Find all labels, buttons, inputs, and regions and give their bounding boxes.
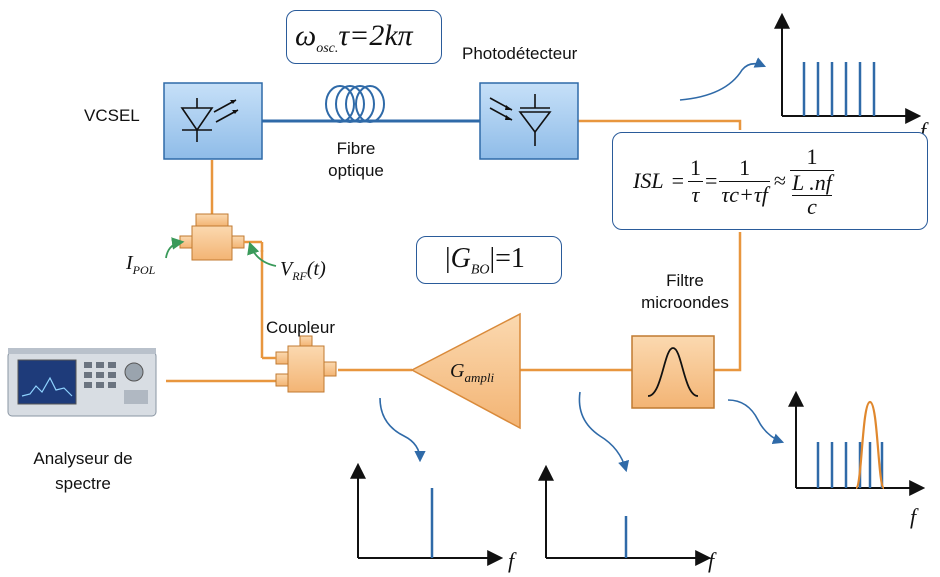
gain-sub: ampli (464, 370, 495, 385)
ipol-arrow (165, 237, 185, 259)
fibre-label: Fibre optique (328, 139, 384, 180)
photodetector-block (479, 82, 579, 160)
frac3-den-top: L .nf (791, 170, 832, 196)
filter-label: Filtre microondes (641, 271, 729, 312)
spectrum-analyser-icon (7, 348, 157, 417)
ipol-label: IPOL (126, 252, 155, 278)
frac1-den: τ (691, 181, 700, 207)
arrow-to-comb (679, 57, 767, 101)
photodetector-label: Photodétecteur (462, 44, 578, 63)
vrf-sub: RF (292, 269, 307, 283)
isl-approx: ≈ (773, 168, 786, 193)
frac2-num: 1 (719, 155, 770, 182)
frac2-den: τc+τf (721, 181, 768, 207)
gbo-rhs: =1 (495, 243, 525, 274)
amplifier-gain-label: Gampli (450, 360, 494, 386)
loop-gain-condition: |GBO|=1 (445, 243, 525, 278)
ipol-sub: POL (132, 263, 156, 277)
isl-eq-2: = (704, 168, 718, 193)
frac1-num: 1 (687, 154, 703, 182)
f-axis-label-2: f (508, 548, 515, 573)
isl-eq: = (671, 168, 684, 193)
vcsel-label: VCSEL (84, 106, 140, 125)
microwave-filter-block (631, 335, 715, 409)
isl-equation-box: ISL = 1 τ = 1 τc+τf ≈ 1 L .nf c (612, 132, 928, 230)
tau-eq-2kpi: τ=2kπ (338, 19, 413, 52)
spectrum-comb-output (774, 12, 922, 124)
loop-gain-box: |GBO|=1 (416, 236, 562, 284)
isl-frac-1: 1 τ (687, 154, 703, 208)
spectrum-filtered-comb (788, 390, 926, 496)
arrow-to-spectrum-ampli (578, 391, 630, 473)
isl-lhs: ISL (633, 168, 664, 193)
gbo-main: G (450, 243, 471, 274)
frac3-den: L .nf c (790, 171, 834, 218)
vrf-arrow (247, 241, 277, 267)
isl-equation: ISL = 1 τ = 1 τc+τf ≈ 1 L .nf c (633, 143, 834, 219)
osc-sub: osc. (316, 41, 339, 56)
f-axis-label-1: f (920, 118, 927, 143)
oscillation-condition-box: ωosc.τ=2kπ (286, 10, 442, 64)
gain-main: G (450, 360, 465, 382)
vrf-label: VRF(t) (280, 258, 326, 284)
coupler-block (262, 335, 337, 393)
isl-frac-3: 1 L .nf c (789, 144, 834, 218)
arrow-to-filtered-comb (727, 399, 785, 445)
f-axis-label-3: f (708, 548, 715, 573)
oscillation-condition: ωosc.τ=2kπ (295, 19, 413, 57)
rf-loop-lines (166, 119, 742, 383)
fibre-coil-icon (325, 85, 385, 123)
isl-frac-2: 1 τc+τf (719, 155, 770, 208)
analyser-label: Analyseur de spectre (33, 449, 133, 493)
vcsel-block (163, 82, 263, 160)
frac3-den-bottom: c (807, 194, 817, 219)
spectrum-single-line-coupler (350, 462, 504, 566)
f-axis-label-4: f (910, 504, 917, 529)
vrf-arg: (t) (306, 258, 326, 280)
spectrum-single-line-ampli (538, 464, 712, 566)
bias-tee-block (179, 213, 264, 261)
frac3-num: 1 (789, 144, 834, 171)
omega-symbol: ω (295, 19, 317, 52)
vrf-main: V (280, 258, 293, 280)
arrow-to-spectrum-coupler (379, 397, 426, 463)
amplifier-block (410, 312, 521, 430)
gbo-sub: BO (470, 262, 490, 278)
ipol-main: I (126, 252, 133, 274)
coupler-label: Coupleur (266, 318, 335, 337)
